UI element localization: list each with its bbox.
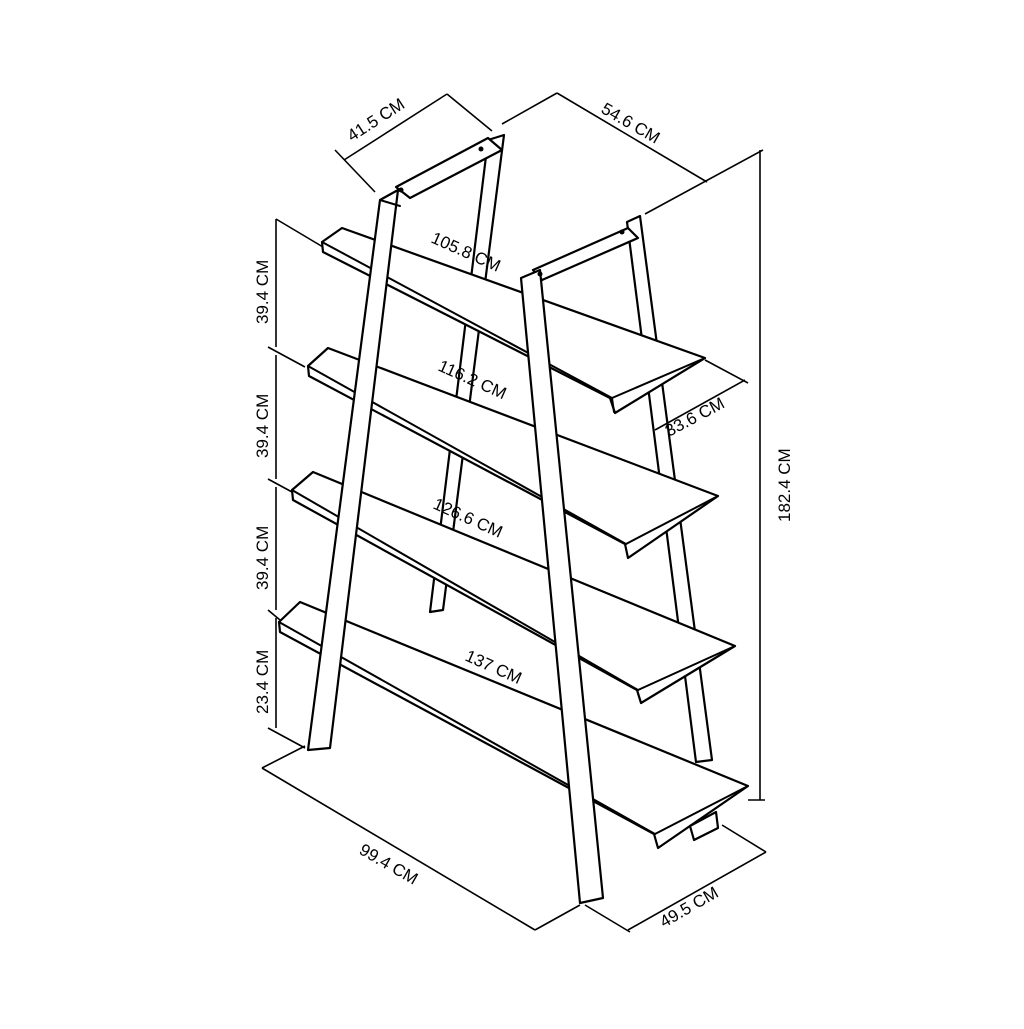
bolt-icon (398, 187, 404, 193)
shelf-2 (306, 346, 720, 560)
label-shelf-depth: 33.6 CM (662, 394, 728, 441)
dimension-lines (261, 92, 767, 933)
front-right-leg (519, 268, 605, 905)
label-bottom-clearance: 23.4 CM (253, 650, 272, 714)
label-spacing-3: 39.4 CM (253, 526, 272, 590)
bolt-icon (537, 271, 543, 277)
label-base-depth: 49.5 CM (657, 883, 722, 932)
back-left-leg (428, 133, 506, 614)
label-spacing-1: 39.4 CM (253, 260, 272, 324)
top-crossbar-left (394, 136, 504, 200)
foot-block (688, 810, 720, 842)
label-spacing-2: 39.4 CM (253, 394, 272, 458)
shelf-4 (277, 600, 750, 850)
label-top-depth: 41.5 CM (344, 94, 408, 145)
shelf-3 (290, 470, 737, 705)
label-base-width: 99.4 CM (356, 840, 421, 889)
label-total-height: 182.4 CM (775, 448, 794, 522)
bolt-icon (619, 229, 625, 235)
front-frame (306, 146, 625, 905)
shelf-1 (320, 226, 707, 415)
top-crossbar-right (531, 226, 640, 282)
bolt-icon (478, 146, 484, 152)
shelves (277, 226, 750, 850)
front-left-leg (306, 188, 400, 752)
